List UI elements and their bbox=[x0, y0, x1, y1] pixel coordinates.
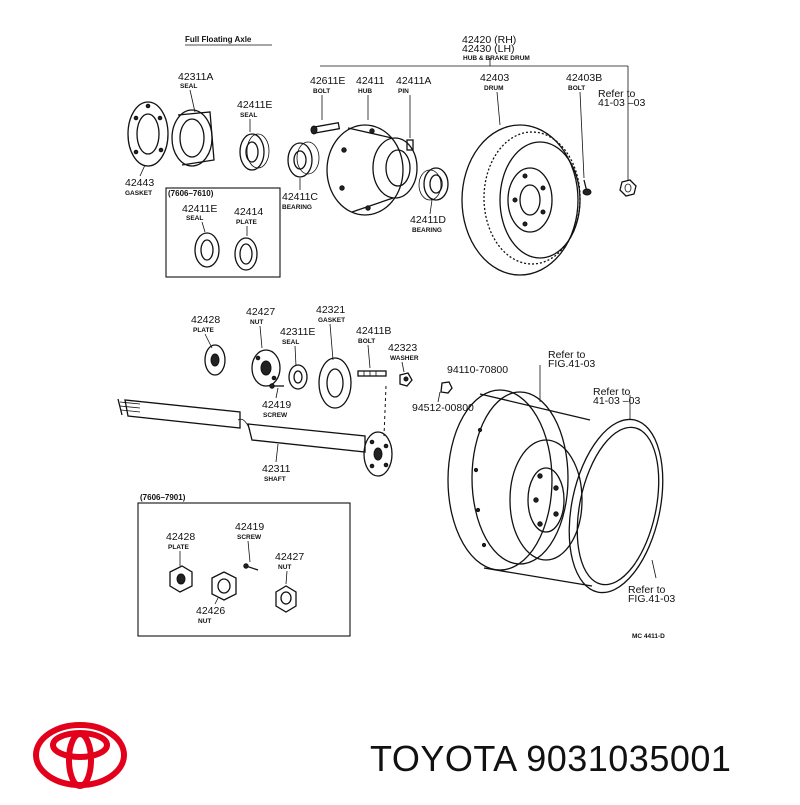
name-42311E: SEAL bbox=[282, 339, 299, 346]
label-42427-a: 42427 bbox=[246, 306, 275, 318]
nut-42426-shape bbox=[211, 571, 237, 601]
label-42311E: 42311E bbox=[280, 326, 315, 338]
name-42323: WASHER bbox=[390, 355, 419, 362]
name-42443: GASKET bbox=[125, 190, 152, 197]
name-42611E: BOLT bbox=[313, 88, 330, 95]
variant-box-2 bbox=[137, 502, 351, 637]
label-42403B: 42403B bbox=[566, 72, 602, 84]
variant-box-2-range: (7606–7901) bbox=[140, 493, 186, 502]
label-42321: 42321 bbox=[316, 304, 345, 316]
label-42414: 42414 bbox=[234, 206, 263, 218]
bolt-42611E-shape bbox=[310, 122, 341, 135]
label-42611E: 42611E bbox=[310, 75, 345, 87]
name-42427-a: NUT bbox=[250, 319, 263, 326]
label-42443: 42443 bbox=[125, 177, 154, 189]
label-42427-b: 42427 bbox=[275, 551, 304, 563]
label-42419-a: 42419 bbox=[262, 399, 291, 411]
bearing-42411D-shape bbox=[418, 167, 449, 201]
brand-part-number: TOYOTA 9031035001 bbox=[370, 738, 732, 779]
ref3-line1: Refer to bbox=[593, 386, 631, 398]
axle-shaft-42311-shape bbox=[117, 398, 393, 477]
label-42411C: 42411C bbox=[282, 191, 318, 203]
ref2-line1: Refer to bbox=[548, 349, 586, 361]
name-42311A: SEAL bbox=[180, 83, 197, 90]
name-42426: NUT bbox=[198, 618, 211, 625]
label-42311A: 42311A bbox=[178, 71, 213, 83]
ref4-line2: FIG.41-03 bbox=[628, 593, 675, 605]
seal-42411E-shape bbox=[239, 133, 270, 171]
wheel-rim-shape bbox=[447, 389, 593, 587]
label-42403: 42403 bbox=[480, 72, 509, 84]
plate-42428-a-shape bbox=[204, 344, 226, 376]
name-42411C: BEARING bbox=[282, 204, 312, 211]
name-42411D: BEARING bbox=[412, 227, 442, 234]
label-42420: 42420 (RH) bbox=[462, 34, 516, 46]
ref2-line2: FIG.41-03 bbox=[548, 358, 595, 370]
ref1-line2: 41-03 –03 bbox=[598, 97, 645, 109]
bolt-42411B-shape bbox=[357, 370, 387, 377]
pin-42411A-shape bbox=[406, 139, 414, 151]
label-42411E-a: 42411E bbox=[237, 99, 272, 111]
plate-42414-shape bbox=[234, 237, 258, 271]
label-42323: 42323 bbox=[388, 342, 417, 354]
label-42311: 42311 bbox=[262, 463, 291, 475]
label-42411: 42411 bbox=[356, 75, 385, 87]
name-42411E-b: SEAL bbox=[186, 215, 203, 222]
name-42419-a: SCREW bbox=[263, 412, 288, 419]
label-42428-a: 42428 bbox=[191, 314, 220, 326]
bearing-42411C-shape bbox=[287, 141, 320, 178]
nut-42427-a-shape bbox=[251, 349, 281, 387]
bolt-42403B-shape bbox=[582, 179, 592, 196]
name-42321: GASKET bbox=[318, 317, 345, 324]
ref3-line2: 41-03 –03 bbox=[593, 395, 640, 407]
label-94110: 94110-70800 bbox=[447, 364, 508, 376]
name-42427-b: NUT bbox=[278, 564, 291, 571]
drum-42403-shape bbox=[461, 124, 581, 276]
label-42426: 42426 bbox=[196, 605, 225, 617]
name-42411A: PIN bbox=[398, 88, 409, 95]
ref4-line1: Refer to bbox=[628, 584, 666, 596]
label-42411E-b: 42411E bbox=[182, 203, 217, 215]
label-42411D: 42411D bbox=[410, 214, 446, 226]
plate-42428-b-shape bbox=[169, 565, 193, 593]
screw-42419-b-shape bbox=[243, 563, 259, 571]
gasket-42443-shape bbox=[127, 101, 169, 167]
washer-42323-shape bbox=[399, 372, 413, 387]
label-42411B: 42411B bbox=[356, 325, 391, 337]
name-42419-b: SCREW bbox=[237, 534, 262, 541]
variant-box-1-range: (7606–7610) bbox=[168, 189, 214, 198]
nut-94110-shape bbox=[440, 381, 453, 394]
name-42414: PLATE bbox=[236, 219, 257, 226]
name-42403: DRUM bbox=[484, 85, 504, 92]
toyota-logo-icon bbox=[33, 722, 127, 789]
ref1-line1: Refer to bbox=[598, 88, 636, 100]
name-42428-a: PLATE bbox=[193, 327, 214, 334]
nut-right-shape bbox=[619, 179, 637, 197]
diagram-title: Full Floating Axle bbox=[185, 35, 252, 44]
label-94512: 94512-00800 bbox=[412, 402, 474, 414]
label-42411A: 42411A bbox=[396, 75, 431, 87]
label-42430: 42430 (LH) bbox=[462, 43, 515, 55]
variant-box-1 bbox=[165, 187, 281, 278]
seal-42311E-shape bbox=[288, 364, 308, 390]
side-ring-shape bbox=[568, 418, 664, 594]
name-42411: HUB bbox=[358, 88, 372, 95]
seal-42411E-b-shape bbox=[194, 232, 220, 268]
name-42428-b: PLATE bbox=[168, 544, 189, 551]
diagram-code: MC 4411-D bbox=[632, 633, 665, 640]
nut-42427-b-shape bbox=[275, 585, 297, 613]
seal-42311A-shape bbox=[171, 109, 215, 167]
name-42411E-a: SEAL bbox=[240, 112, 257, 119]
hub-42411-shape bbox=[326, 124, 418, 216]
gasket-42321-shape bbox=[318, 357, 352, 409]
label-42428-b: 42428 bbox=[166, 531, 195, 543]
label-42419-b: 42419 bbox=[235, 521, 264, 533]
screw-42419-a-shape bbox=[269, 383, 284, 389]
name-42420: HUB & BRAKE DRUM bbox=[463, 55, 530, 62]
name-42411B: BOLT bbox=[358, 338, 375, 345]
name-42311: SHAFT bbox=[264, 476, 286, 483]
name-42403B: BOLT bbox=[568, 85, 585, 92]
